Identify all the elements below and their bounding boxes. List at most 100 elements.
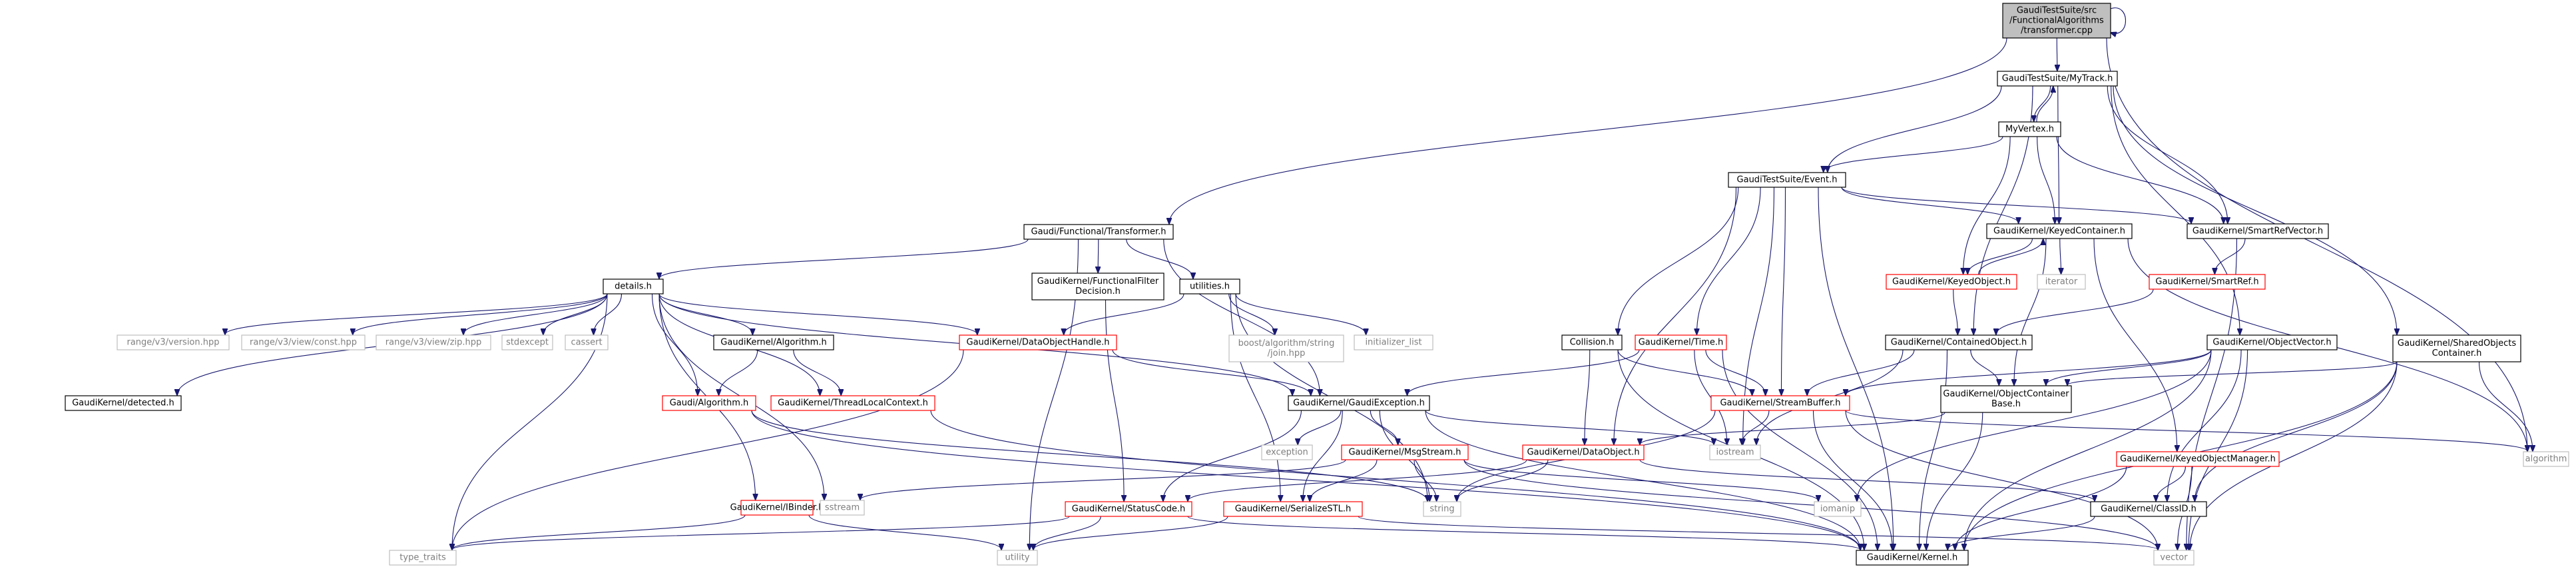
node-box bbox=[997, 550, 1038, 566]
edge-root-to-transformer bbox=[1169, 37, 2007, 224]
node-box bbox=[1354, 334, 1433, 350]
edge-containedobject-to-streambuffer bbox=[1807, 349, 1915, 395]
node-box bbox=[603, 279, 664, 294]
edge-algorithmh-to-threadlocal bbox=[793, 349, 841, 395]
node-box bbox=[740, 500, 814, 516]
node-label: GaudiKernel/detected.h bbox=[72, 398, 174, 408]
edge-details-to-typetraits bbox=[452, 293, 608, 550]
edge-sharedobjects-to-algorithm bbox=[2478, 361, 2533, 451]
node-time[interactable]: GaudiKernel/Time.h bbox=[1635, 334, 1727, 350]
edge-details-to-dataobjecthandle bbox=[658, 293, 977, 334]
node-containedobject[interactable]: GaudiKernel/ContainedObject.h bbox=[1885, 334, 2033, 350]
node-label: GaudiKernel/StatusCode.h bbox=[1072, 504, 1185, 514]
node-algorithmh[interactable]: GaudiKernel/Algorithm.h bbox=[713, 334, 834, 350]
node-box bbox=[2090, 501, 2207, 517]
edge-statuscode-to-kernel bbox=[1187, 516, 1860, 550]
node-details[interactable]: details.h bbox=[603, 279, 664, 294]
edge-serializestl-to-vector bbox=[1358, 516, 2158, 550]
edge-algorithmh-to-gaudialgorithm bbox=[719, 349, 758, 395]
edge-keyedobjectmanager-to-kernel bbox=[1955, 466, 2127, 550]
node-label: GaudiKernel/KeyedObjectManager.h bbox=[2120, 454, 2276, 464]
node-gaudialgorithm[interactable]: Gaudi/Algorithm.h bbox=[662, 395, 756, 411]
node-label: Decision.h bbox=[1075, 286, 1121, 296]
node-gaudiexception[interactable]: GaudiKernel/GaudiException.h bbox=[1288, 395, 1430, 411]
edge-msgstream-to-sstream bbox=[860, 459, 1346, 500]
edge-filterdecision-to-statuscode bbox=[1105, 299, 1125, 501]
edge-time-to-kernel bbox=[1722, 349, 1878, 550]
node-label: /transformer.cpp bbox=[2021, 26, 2093, 36]
node-smartrefvector[interactable]: GaudiKernel/SmartRefVector.h bbox=[2187, 223, 2329, 239]
node-msgstream[interactable]: GaudiKernel/MsgStream.h bbox=[1341, 444, 1469, 460]
node-smartref[interactable]: GaudiKernel/SmartRef.h bbox=[2149, 274, 2266, 290]
node-box bbox=[1228, 334, 1344, 362]
node-label: GaudiKernel/SharedObjects bbox=[2398, 338, 2516, 348]
node-box bbox=[1031, 273, 1164, 300]
edge-mytrack-to-keyedcontainer bbox=[2058, 85, 2059, 223]
node-box bbox=[1561, 334, 1623, 350]
edge-gaudiexception-to-statuscode bbox=[1163, 410, 1302, 501]
node-collision[interactable]: Collision.h bbox=[1561, 334, 1623, 350]
node-mytrack[interactable]: GaudiTestSuite/MyTrack.h bbox=[1997, 71, 2118, 87]
node-utilities[interactable]: utilities.h bbox=[1179, 279, 1240, 294]
node-label: GaudiKernel/ClassID.h bbox=[2101, 504, 2196, 514]
edge-event-to-smartrefvector bbox=[1841, 187, 2191, 223]
edge-objectcontainerbase-to-dataobject bbox=[1640, 412, 1945, 444]
node-ibinder[interactable]: GaudiKernel/IBinder.h bbox=[730, 500, 824, 516]
node-threadlocal[interactable]: GaudiKernel/ThreadLocalContext.h bbox=[770, 395, 935, 411]
node-objectvector[interactable]: GaudiKernel/ObjectVector.h bbox=[2206, 334, 2338, 350]
node-label: cassert bbox=[571, 338, 602, 348]
nodes-layer: GaudiTestSuite/src/FunctionalAlgorithms/… bbox=[65, 3, 2569, 566]
edge-mytrack-to-event bbox=[1828, 85, 2002, 172]
node-box bbox=[565, 334, 609, 350]
edge-sharedobjects-to-objectcontainerbase bbox=[2067, 361, 2398, 385]
node-box bbox=[241, 334, 366, 350]
edge-streambuffer-to-vector bbox=[1845, 410, 2158, 550]
node-label: stdexcept bbox=[506, 338, 549, 348]
node-box bbox=[1288, 395, 1430, 411]
node-classid[interactable]: GaudiKernel/ClassID.h bbox=[2090, 501, 2207, 517]
node-label: exception bbox=[1266, 448, 1308, 458]
node-label: range/v3/view/zip.hpp bbox=[386, 338, 481, 348]
node-box bbox=[959, 334, 1117, 350]
edge-myvertex-to-mytrack bbox=[2036, 87, 2053, 123]
node-myvertex[interactable]: MyVertex.h bbox=[1998, 121, 2061, 137]
node-box bbox=[713, 334, 834, 350]
edge-msgstream-to-serializestl bbox=[1310, 459, 1378, 501]
node-box bbox=[2187, 223, 2329, 239]
node-keyedobjectmanager[interactable]: GaudiKernel/KeyedObjectManager.h bbox=[2116, 451, 2280, 467]
edge-root-to-algorithm bbox=[2106, 37, 2527, 451]
node-label: type_traits bbox=[399, 553, 446, 563]
edge-myvertex-to-event bbox=[1824, 136, 2003, 172]
node-streambuffer[interactable]: GaudiKernel/StreamBuffer.h bbox=[1710, 395, 1850, 411]
edge-keyedobjectmanager-to-classid bbox=[2156, 466, 2187, 501]
node-serializestl[interactable]: GaudiKernel/SerializeSTL.h bbox=[1223, 501, 1363, 517]
node-label: GaudiTestSuite/MyTrack.h bbox=[2002, 74, 2113, 84]
edge-dataobject-to-string bbox=[1457, 459, 1549, 501]
node-label: Gaudi/Functional/Transformer.h bbox=[1031, 227, 1166, 237]
node-label: iomanip bbox=[1820, 504, 1855, 514]
edge-keyedcontainer-to-objectcontainerbase bbox=[2014, 238, 2047, 385]
node-event[interactable]: GaudiTestSuite/Event.h bbox=[1728, 172, 1846, 188]
node-detected[interactable]: GaudiKernel/detected.h bbox=[65, 395, 182, 411]
edge-keyedcontainer-to-keyedobjectmanager bbox=[2093, 238, 2177, 451]
node-keyedcontainer[interactable]: GaudiKernel/KeyedContainer.h bbox=[1986, 223, 2133, 239]
node-box bbox=[2153, 550, 2194, 566]
node-dataobjecthandle[interactable]: GaudiKernel/DataObjectHandle.h bbox=[959, 334, 1117, 350]
node-dataobject[interactable]: GaudiKernel/DataObject.h bbox=[1522, 444, 1645, 460]
node-sstream: sstream bbox=[820, 500, 865, 516]
edge-dataobjecthandle-to-gaudiexception bbox=[1112, 349, 1311, 395]
node-statuscode[interactable]: GaudiKernel/StatusCode.h bbox=[1065, 501, 1192, 517]
edge-ibinder-to-typetraits bbox=[452, 514, 746, 550]
edge-objectvector-to-objectcontainerbase bbox=[2046, 349, 2212, 385]
node-keyedobject[interactable]: GaudiKernel/KeyedObject.h bbox=[1886, 274, 2017, 290]
edge-utilities-to-serializestl bbox=[1230, 293, 1280, 501]
edge-gaudiexception-to-serializestl bbox=[1303, 410, 1343, 501]
node-kernel[interactable]: GaudiKernel/Kernel.h bbox=[1856, 550, 1969, 566]
node-box bbox=[1986, 223, 2133, 239]
node-transformer[interactable]: Gaudi/Functional/Transformer.h bbox=[1023, 224, 1174, 240]
node-root[interactable]: GaudiTestSuite/src/FunctionalAlgorithms/… bbox=[2002, 3, 2111, 39]
node-box bbox=[2002, 3, 2111, 39]
